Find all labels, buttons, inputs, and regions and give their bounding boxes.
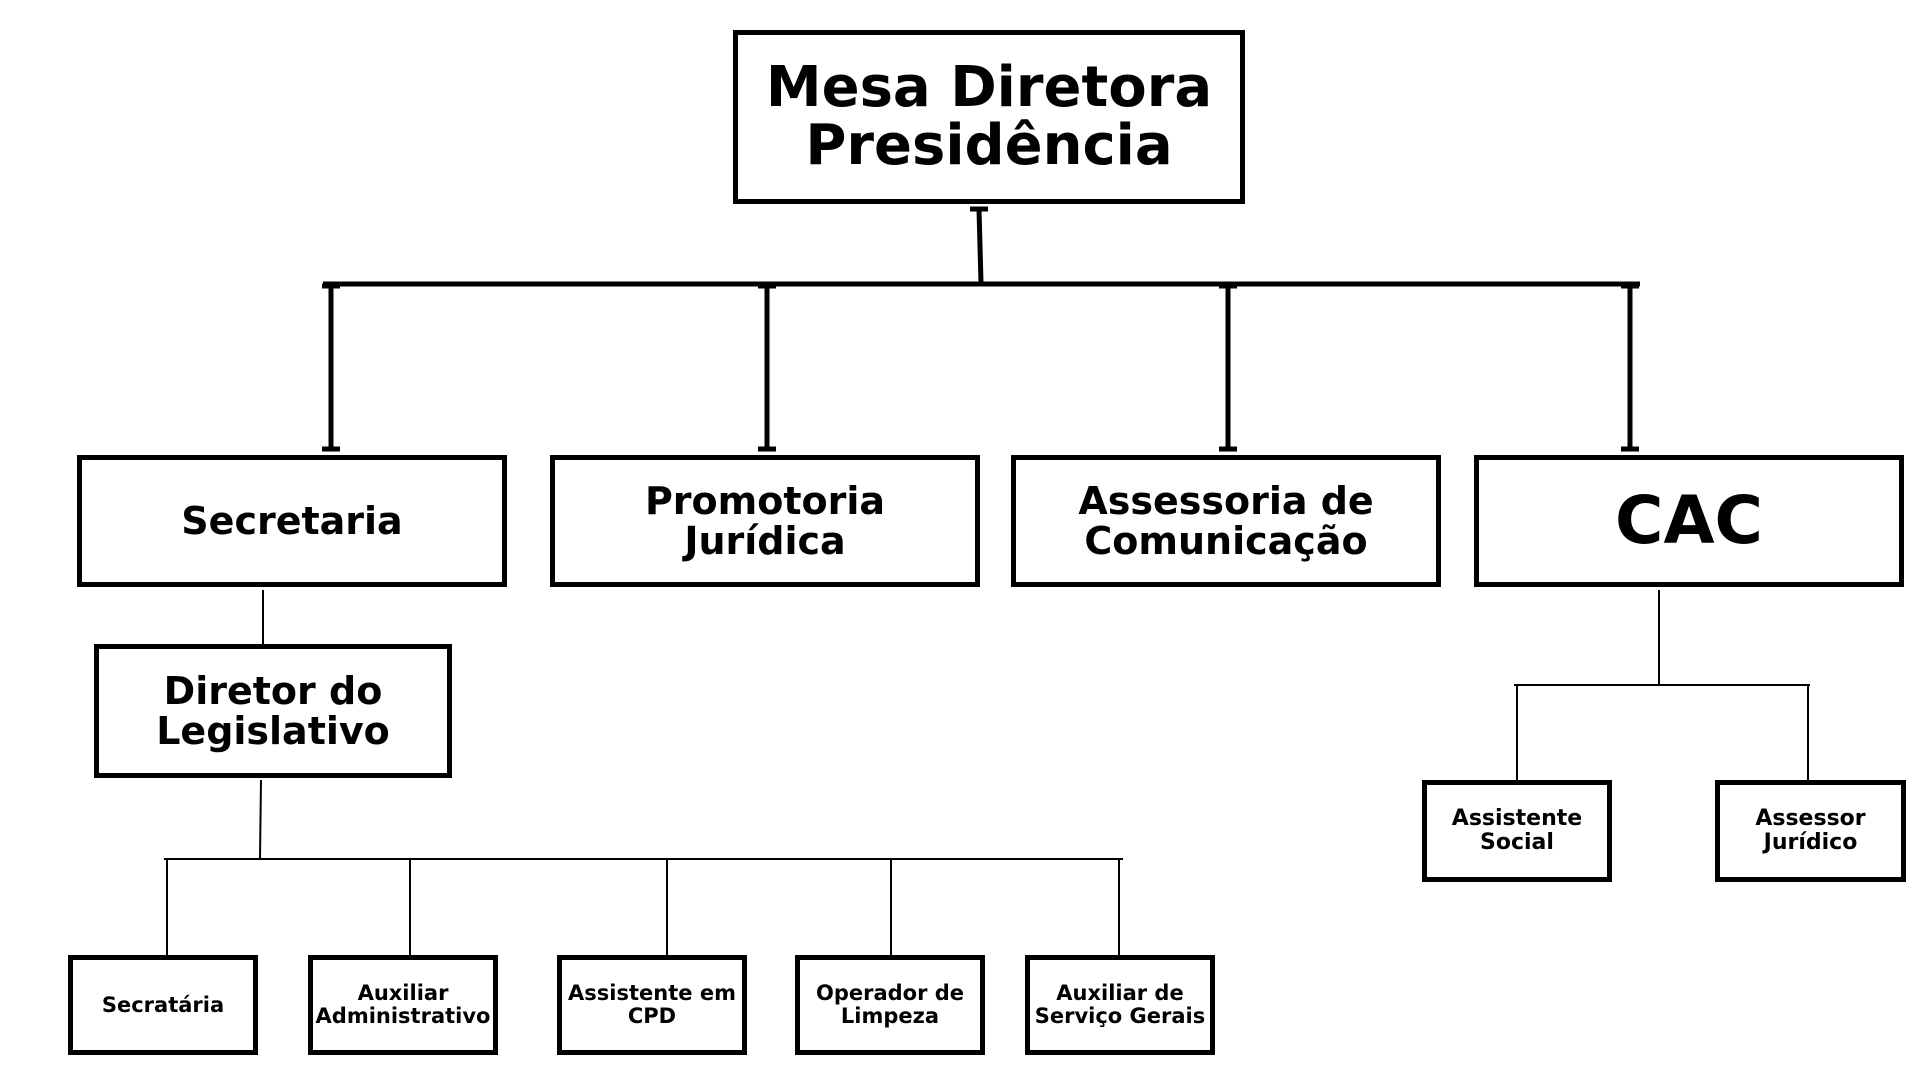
label-assessor-juridico: Assessor Jurídico bbox=[1755, 806, 1866, 855]
box-operador-limpeza: Operador de Limpeza bbox=[795, 955, 985, 1055]
label-mesa-diretora: Mesa Diretora Presidência bbox=[765, 55, 1213, 178]
label-cac: CAC bbox=[1615, 482, 1763, 559]
label-assessoria-comunicacao: Assessoria de Comunicação bbox=[1078, 479, 1374, 563]
connector-root bbox=[976, 208, 984, 284]
drops-level3 bbox=[166, 859, 1120, 955]
box-auxiliar-administrativo: Auxiliar Administrativo bbox=[308, 955, 498, 1055]
box-cac: CAC bbox=[1474, 455, 1904, 587]
drop-caps bbox=[322, 283, 1639, 452]
box-assistente-cpd: Assistente em CPD bbox=[557, 955, 747, 1055]
box-secretaria-staff: Secratária bbox=[68, 955, 258, 1055]
label-auxiliar-servico-gerais: Auxiliar de Serviço Gerais bbox=[1034, 981, 1206, 1028]
box-diretor-legislativo: Diretor do Legislativo bbox=[94, 644, 452, 778]
label-assistente-cpd: Assistente em CPD bbox=[568, 981, 736, 1028]
box-assistente-social: Assistente Social bbox=[1422, 780, 1612, 882]
box-assessoria-comunicacao: Assessoria de Comunicação bbox=[1011, 455, 1441, 587]
label-secretaria-staff: Secratária bbox=[101, 992, 225, 1017]
connector-diretor-bus bbox=[259, 779, 262, 859]
label-secretaria: Secretaria bbox=[181, 499, 403, 543]
box-mesa-diretora: Mesa Diretora Presidência bbox=[733, 30, 1245, 204]
label-diretor-legislativo: Diretor do Legislativo bbox=[156, 669, 390, 753]
label-auxiliar-administrativo: Auxiliar Administrativo bbox=[315, 981, 491, 1028]
box-secretaria: Secretaria bbox=[77, 455, 507, 587]
label-promotoria-juridica: Promotoria Jurídica bbox=[644, 479, 886, 563]
box-auxiliar-servico-gerais: Auxiliar de Serviço Gerais bbox=[1025, 955, 1215, 1055]
label-operador-limpeza: Operador de Limpeza bbox=[815, 981, 965, 1028]
label-assistente-social: Assistente Social bbox=[1451, 806, 1583, 855]
box-promotoria-juridica: Promotoria Jurídica bbox=[550, 455, 980, 587]
box-assessor-juridico: Assessor Jurídico bbox=[1715, 780, 1906, 882]
